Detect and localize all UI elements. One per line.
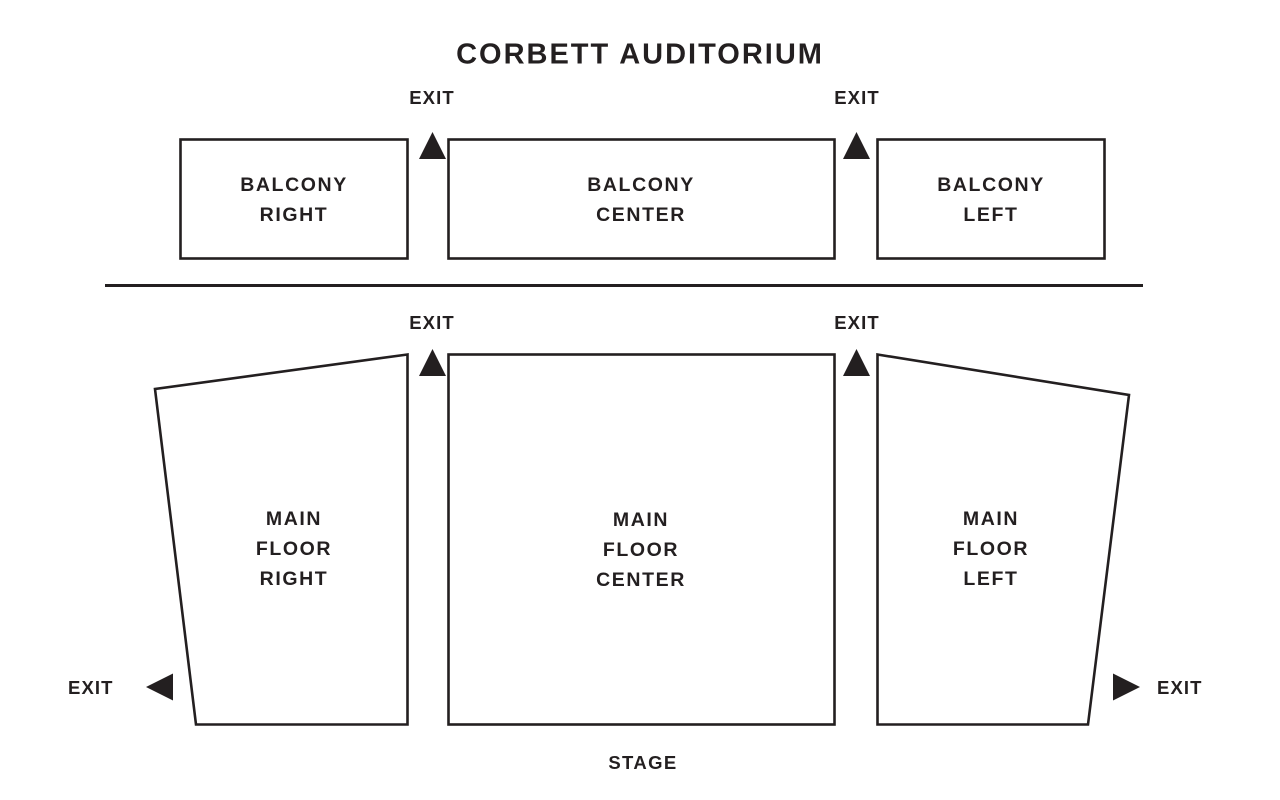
exit-main-outer-right-label: EXIT bbox=[68, 677, 114, 698]
exit-balcony-inner-left[interactable]: EXIT bbox=[834, 87, 880, 159]
section-main-floor-left[interactable]: MAIN FLOOR LEFT bbox=[876, 352, 1131, 726]
main-floor-center-label-line1: MAIN bbox=[613, 509, 669, 531]
main-floor-center-label-line2: FLOOR bbox=[603, 539, 679, 561]
balcony-level-group: BALCONY RIGHT BALCONY CENTER BALCONY LEF… bbox=[179, 87, 1106, 260]
balcony-right-shape[interactable] bbox=[179, 138, 409, 260]
main-floor-left-label-line1: MAIN bbox=[963, 508, 1019, 530]
section-main-floor-center[interactable]: MAIN FLOOR CENTER bbox=[447, 353, 836, 726]
main-floor-center-label-line3: CENTER bbox=[596, 569, 686, 591]
exit-main-outer-left[interactable]: EXIT bbox=[1113, 673, 1203, 701]
balcony-center-label-line2: CENTER bbox=[596, 204, 686, 226]
balcony-right-label-line2: RIGHT bbox=[260, 204, 329, 226]
section-balcony-center[interactable]: BALCONY CENTER bbox=[447, 138, 836, 260]
section-balcony-right[interactable]: BALCONY RIGHT bbox=[179, 138, 409, 260]
balcony-center-label-line1: BALCONY bbox=[587, 174, 695, 196]
exit-main-inner-right-label: EXIT bbox=[409, 312, 455, 333]
exit-main-outer-right[interactable]: EXIT bbox=[68, 673, 173, 701]
exit-main-inner-right[interactable]: EXIT bbox=[409, 312, 455, 376]
main-floor-level-group: MAIN FLOOR RIGHT MAIN FLOOR CENTER MAIN … bbox=[68, 312, 1203, 726]
exit-arrow-left-icon[interactable] bbox=[146, 673, 173, 701]
section-main-floor-right[interactable]: MAIN FLOOR RIGHT bbox=[153, 353, 409, 726]
main-floor-left-shape[interactable] bbox=[876, 352, 1131, 726]
balcony-left-shape[interactable] bbox=[876, 138, 1106, 260]
exit-balcony-inner-right-label: EXIT bbox=[409, 87, 455, 108]
main-floor-right-label-line3: RIGHT bbox=[260, 568, 329, 590]
main-floor-center-shape[interactable] bbox=[447, 353, 836, 726]
balcony-center-shape[interactable] bbox=[447, 138, 836, 260]
main-floor-right-label-line1: MAIN bbox=[266, 508, 322, 530]
page-title: CORBETT AUDITORIUM bbox=[456, 39, 824, 71]
main-floor-left-label-line2: FLOOR bbox=[953, 538, 1029, 560]
exit-arrow-up-icon[interactable] bbox=[843, 349, 870, 376]
balcony-left-label-line1: BALCONY bbox=[937, 174, 1045, 196]
balcony-left-label-line2: LEFT bbox=[963, 204, 1018, 226]
exit-arrow-up-icon[interactable] bbox=[843, 132, 870, 159]
exit-main-inner-left-label: EXIT bbox=[834, 312, 880, 333]
section-balcony-left[interactable]: BALCONY LEFT bbox=[876, 138, 1106, 260]
balcony-right-label-line1: BALCONY bbox=[240, 174, 348, 196]
exit-main-inner-left[interactable]: EXIT bbox=[834, 312, 880, 376]
exit-balcony-inner-right[interactable]: EXIT bbox=[409, 87, 455, 159]
exit-arrow-right-icon[interactable] bbox=[1113, 673, 1140, 701]
exit-arrow-up-icon[interactable] bbox=[419, 349, 446, 376]
exit-arrow-up-icon[interactable] bbox=[419, 132, 446, 159]
stage-label: STAGE bbox=[608, 752, 677, 773]
exit-main-outer-left-label: EXIT bbox=[1157, 677, 1203, 698]
main-floor-right-shape[interactable] bbox=[153, 353, 409, 726]
main-floor-left-label-line3: LEFT bbox=[963, 568, 1018, 590]
main-floor-right-label-line2: FLOOR bbox=[256, 538, 332, 560]
exit-balcony-inner-left-label: EXIT bbox=[834, 87, 880, 108]
